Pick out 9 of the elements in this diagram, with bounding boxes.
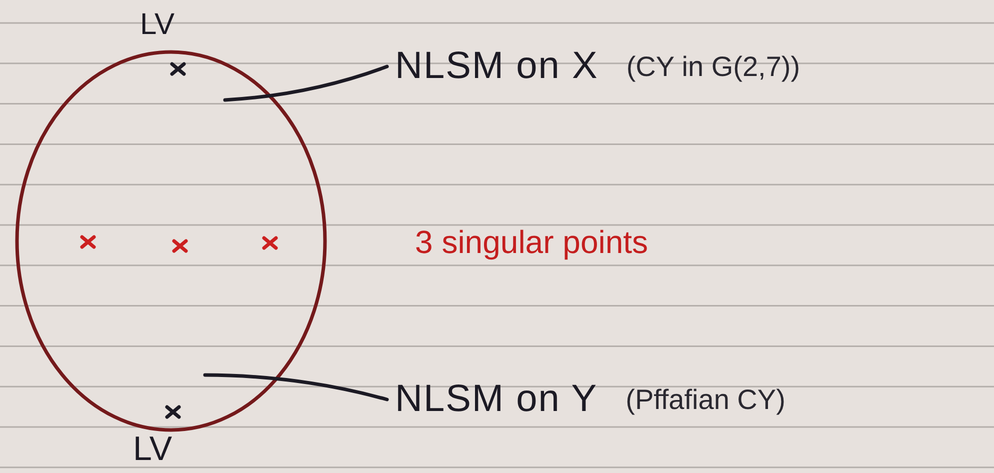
- point-label: LV: [133, 430, 172, 469]
- leader-line: [203, 373, 389, 402]
- model-label: NLSM on Y: [395, 378, 598, 421]
- point-label: LV: [140, 8, 174, 42]
- note-text: (CY in G(2,7)): [626, 50, 800, 82]
- model-label: NLSM on X: [395, 45, 598, 88]
- leader-line: [223, 64, 389, 102]
- note-text: (Pffafian CY): [626, 384, 786, 416]
- annotation-text: 3 singular points: [415, 224, 648, 261]
